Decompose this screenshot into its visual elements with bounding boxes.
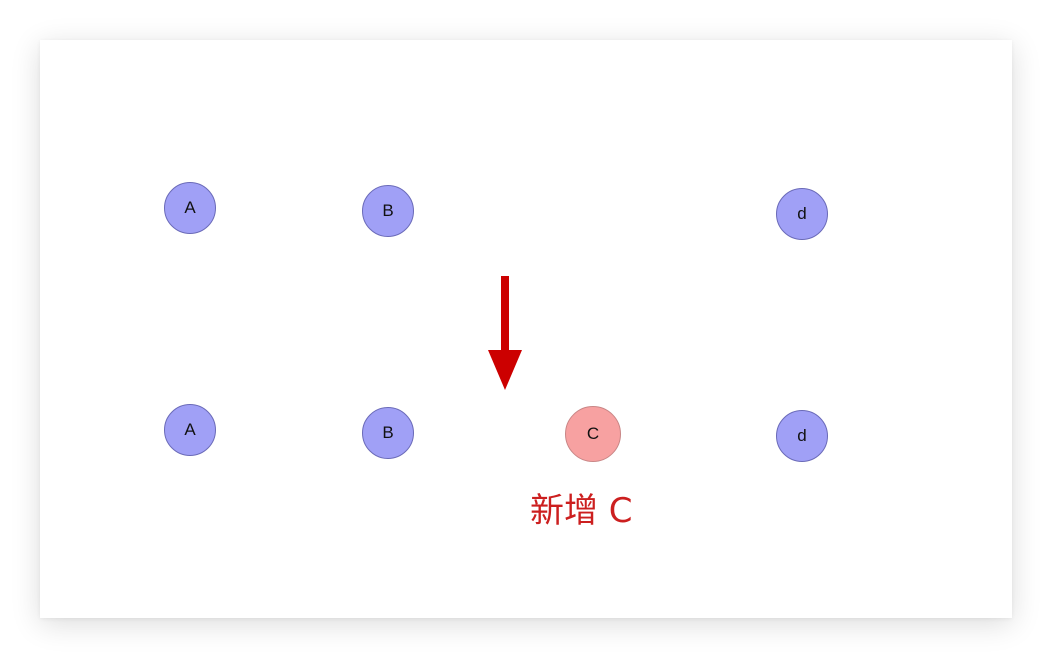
node-label: A bbox=[184, 198, 196, 217]
node-label: C bbox=[586, 424, 600, 443]
node-label: d bbox=[797, 204, 807, 223]
node-b-after: B bbox=[362, 407, 414, 459]
node-label: B bbox=[382, 423, 394, 442]
node-d-after: d bbox=[776, 410, 828, 462]
node-d-before: d bbox=[776, 188, 828, 240]
node-b-before: B bbox=[362, 185, 414, 237]
node-label: B bbox=[382, 201, 394, 220]
down-arrow-icon bbox=[488, 276, 522, 390]
node-label: d bbox=[797, 426, 807, 445]
node-c-new: C bbox=[565, 406, 621, 462]
diagram-canvas bbox=[40, 40, 1012, 618]
node-a-after: A bbox=[164, 404, 216, 456]
node-a-before: A bbox=[164, 182, 216, 234]
caption-added-c: 新增 C bbox=[530, 491, 633, 531]
node-label: A bbox=[184, 420, 196, 439]
